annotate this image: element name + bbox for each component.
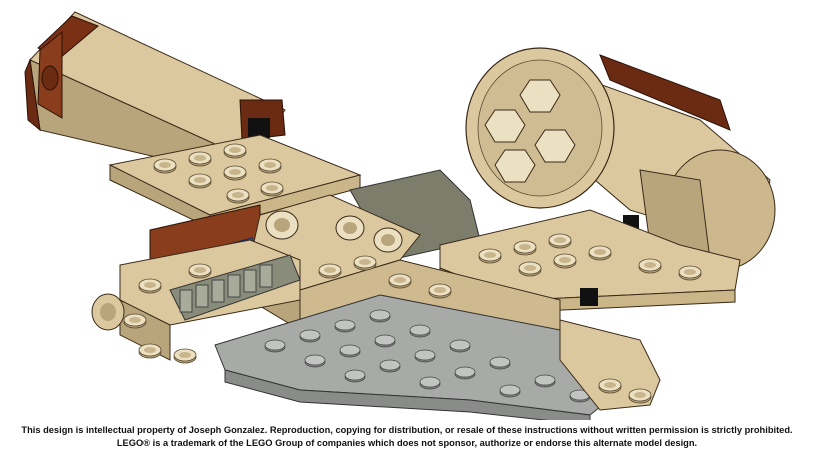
trademark-line-2: LEGO® is a trademark of the LEGO Group o…	[116, 438, 698, 448]
copyright-footer: This design is intellectual property of …	[0, 424, 814, 450]
left-lower-section	[91, 239, 301, 364]
copyright-line-1: This design is intellectual property of …	[21, 425, 793, 435]
bottom-gray-wedge	[214, 294, 641, 420]
lego-model-illustration	[24, 11, 776, 420]
right-engine	[465, 47, 776, 271]
bottom-right-blocks	[559, 319, 661, 411]
left-cannon-arm	[24, 11, 286, 181]
upper-left-plates	[108, 134, 362, 263]
